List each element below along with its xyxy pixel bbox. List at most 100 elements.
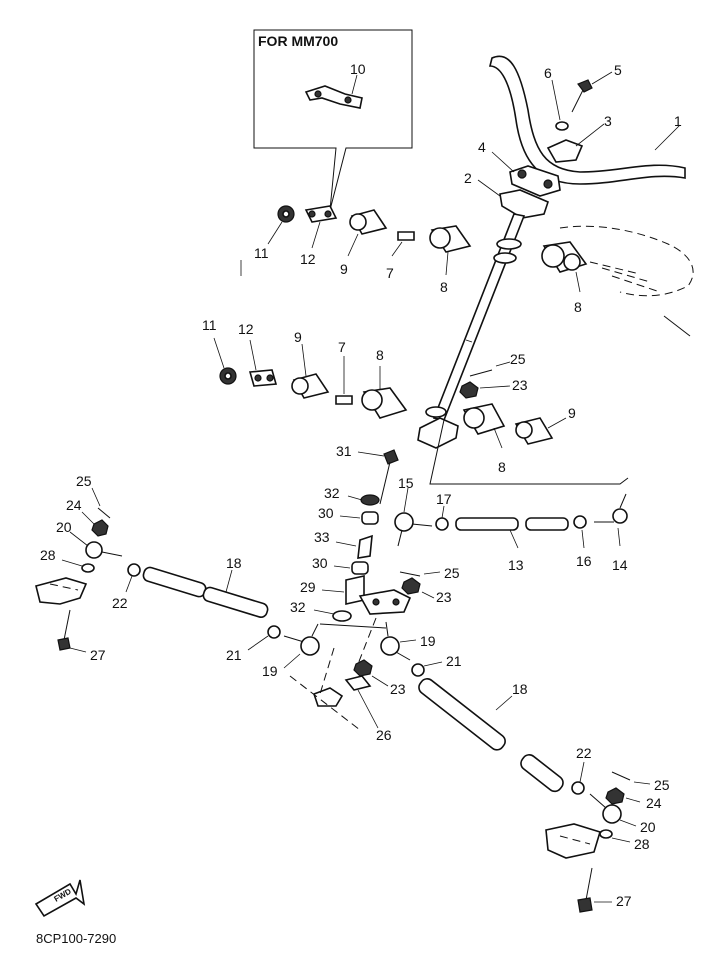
part-12-lower-link	[248, 339, 278, 387]
callout-2: 2	[464, 170, 472, 186]
part-25-cotter-right	[611, 771, 651, 785]
part-19-rod-end-right	[380, 621, 417, 661]
part-16-nut	[573, 515, 587, 549]
callout-8-upper-left: 8	[440, 279, 448, 295]
part-27-bolt-right	[577, 867, 612, 913]
callout-18-left: 18	[226, 555, 242, 571]
callout-11-lower: 11	[202, 317, 217, 333]
part-20-rod-end-right	[589, 793, 637, 827]
callout-22-right: 22	[576, 745, 592, 761]
callout-7-lower: 7	[338, 339, 346, 355]
part-29-pitman-arm	[321, 575, 412, 615]
callout-32-upper: 32	[324, 485, 340, 501]
part-3-clamp	[546, 123, 605, 163]
callout-9-lower: 9	[294, 329, 302, 345]
part-21-nut-left	[247, 625, 281, 651]
callout-8-upper-right: 8	[574, 299, 582, 315]
callout-25-left: 25	[76, 473, 92, 489]
callout-29: 29	[300, 579, 316, 595]
part-25-cotter-mid	[399, 571, 441, 577]
part-18-tie-rod-right	[418, 678, 564, 793]
callout-23-upper: 23	[512, 377, 528, 393]
part-14-rod-end	[594, 493, 628, 547]
spindle-link	[289, 617, 387, 731]
part-15-ball-joint	[394, 487, 433, 547]
mm700-inset: FOR MM700 10	[253, 29, 413, 211]
part-19-rod-end-left	[283, 623, 320, 669]
callout-18-right: 18	[512, 681, 528, 697]
callout-3: 3	[604, 113, 612, 129]
part-23-nut-lower	[353, 659, 389, 687]
part-9-right-bushing	[514, 417, 567, 445]
part-28-washer-right	[599, 829, 631, 843]
callout-23-lower: 23	[390, 681, 406, 697]
part-32-upper-washer	[347, 494, 380, 506]
callout-8-lower-right: 8	[498, 459, 506, 475]
callout-27-right: 27	[616, 893, 632, 909]
part-25-cotter-upper	[469, 361, 511, 377]
callout-12-lower: 12	[238, 321, 254, 337]
callout-7-upper: 7	[386, 265, 394, 281]
part-24-nut-right	[605, 787, 641, 805]
callout-26: 26	[376, 727, 392, 743]
part-4-holder	[491, 151, 561, 197]
callout-31: 31	[336, 443, 352, 459]
part-11-lower-nut	[213, 337, 237, 385]
part-9-lower-bushing	[291, 343, 330, 399]
part-32-lower-washer	[313, 609, 352, 622]
callout-21-left: 21	[226, 647, 242, 663]
callout-4: 4	[478, 139, 486, 155]
part-8-upper-left-bushing	[429, 225, 472, 276]
callout-20-left: 20	[56, 519, 72, 535]
callout-32-lower: 32	[290, 599, 306, 615]
part-13-tie-rod-right	[455, 517, 569, 549]
callout-33: 33	[314, 529, 330, 545]
callout-24-right: 24	[646, 795, 662, 811]
part-30-lower-bushing	[333, 561, 369, 575]
part-17-nut	[435, 505, 449, 531]
part-5-bolt	[571, 71, 613, 113]
part-10-bracket	[304, 74, 363, 109]
callout-10: 10	[350, 61, 366, 77]
part-8-lower-right-bushing	[462, 403, 506, 449]
callout-9-right: 9	[568, 405, 576, 421]
part-27-bolt-left	[57, 609, 87, 653]
callout-23-mid: 23	[436, 589, 452, 605]
callout-8-lower-left: 8	[376, 347, 384, 363]
fwd-arrow-icon: FWD	[34, 879, 86, 918]
callout-28-left: 28	[40, 547, 56, 563]
callout-11-upper: 11	[254, 245, 269, 261]
part-11-upper-nut	[267, 205, 295, 245]
part-8-lower-left-bushing	[361, 366, 408, 419]
part-30-upper-bushing	[339, 511, 379, 525]
callout-28-right: 28	[634, 836, 650, 852]
steering-column	[417, 213, 526, 449]
part-25-cotter-left	[91, 487, 111, 519]
part-22-nut-left	[125, 563, 141, 593]
part-24-nut-left	[81, 511, 109, 537]
part-21-nut-right	[411, 661, 443, 677]
callout-22-left: 22	[112, 595, 128, 611]
callout-16: 16	[576, 553, 592, 569]
callout-30-lower: 30	[312, 555, 328, 571]
callout-25-upper: 25	[510, 351, 526, 367]
part-7-lower-pin	[335, 356, 353, 405]
part-23-nut-upper	[459, 381, 511, 399]
callout-25-mid: 25	[444, 565, 460, 581]
spindle-arm-right	[545, 823, 601, 859]
part-7-upper-pin	[391, 231, 415, 257]
hand-illustration	[559, 225, 694, 337]
part-18-tie-rod-left	[142, 566, 269, 618]
callout-25-right: 25	[654, 777, 670, 793]
callout-30-upper: 30	[318, 505, 334, 521]
callout-17: 17	[436, 491, 452, 507]
part-31-bolt	[357, 449, 399, 505]
callout-6: 6	[544, 65, 552, 81]
part-6-washer	[551, 79, 569, 131]
part-12-upper-link	[304, 205, 338, 249]
part-20-rod-end-left	[69, 531, 123, 559]
callout-27-left: 27	[90, 647, 106, 663]
part-22-nut-right	[571, 761, 585, 795]
